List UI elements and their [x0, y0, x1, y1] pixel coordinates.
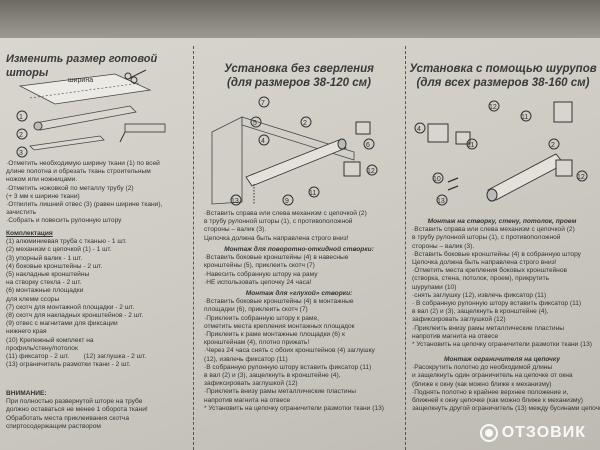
resize-title: Изменить размер готовой шторы [6, 53, 158, 79]
logo-icon [479, 424, 498, 442]
fixed-sash-block: Монтаж для «глухой» створки: ·Вставить б… [204, 290, 384, 412]
instruction-sheet: Изменить размер готовой шторы ширина 1 [0, 38, 600, 450]
resize-section: Изменить размер готовой шторы ширина 1 [0, 38, 192, 450]
svg-text:13: 13 [231, 198, 239, 205]
no-drill-steps: ·Вставить справа или слева механизм с це… [204, 210, 367, 242]
svg-text:1: 1 [19, 114, 23, 121]
svg-text:12: 12 [367, 168, 375, 175]
svg-text:ширина: ширина [68, 77, 93, 84]
resize-steps: ·Отметить необходимую ширину ткани (1) п… [6, 160, 163, 225]
no-drill-illustration: 7 5 4 2 6 12 11 9 13 [211, 96, 378, 206]
screw-mount-illustration: 4 12 11 2 11 10 13 12 [414, 100, 588, 206]
site-watermark: ОТЗОВИК [479, 424, 586, 442]
svg-text:11: 11 [467, 142, 474, 149]
watermark-text: ОТЗОВИК [501, 424, 586, 441]
svg-text:4: 4 [261, 138, 265, 145]
scissors-icon [124, 69, 147, 84]
svg-text:11: 11 [521, 114, 528, 121]
screw-mount-title: Установка с помощью шурупов (для всех ра… [409, 63, 597, 89]
saw-icon [119, 123, 166, 143]
svg-text:13: 13 [437, 198, 445, 205]
svg-text:5: 5 [253, 120, 257, 127]
resize-illustration: ширина 1 2 3 [16, 69, 166, 158]
no-drill-title: Установка без сверления (для размеров 38… [224, 63, 374, 89]
chain-limiter-block: Монтаж ограничителя на цепочку ·Расокрут… [412, 356, 600, 413]
warning-title: ВНИМАНИЕ: [6, 390, 47, 397]
svg-text:9: 9 [285, 198, 289, 205]
svg-text:6: 6 [366, 142, 370, 149]
svg-text:3: 3 [19, 150, 23, 157]
svg-text:12: 12 [489, 104, 497, 111]
tilt-sash-block: Монтаж для поворотно-откидной створки: ·… [204, 246, 374, 286]
svg-text:4: 4 [417, 126, 421, 133]
svg-text:7: 7 [261, 100, 265, 107]
kit-list: Комплектация (1) алюминиевая труба с тка… [6, 230, 147, 369]
warning-block: ВНИМАНИЕ: При полностью развернутой штор… [6, 390, 148, 430]
screw-mount-section: Установка с помощью шурупов (для всех ра… [406, 38, 600, 450]
svg-text:12: 12 [577, 174, 585, 181]
screw-mount-steps: Монтаж на створку, стену, потолок, проем… [412, 218, 592, 349]
svg-text:2: 2 [551, 142, 555, 149]
svg-text:2: 2 [303, 120, 307, 127]
column-divider [405, 46, 406, 450]
svg-text:2: 2 [19, 132, 23, 139]
svg-text:11: 11 [309, 190, 316, 197]
column-divider [193, 46, 194, 450]
kit-title: Комплектация [6, 230, 53, 237]
no-drill-section: Установка без сверления (для размеров 38… [194, 38, 404, 450]
svg-text:10: 10 [433, 176, 441, 183]
background-top [0, 0, 600, 44]
